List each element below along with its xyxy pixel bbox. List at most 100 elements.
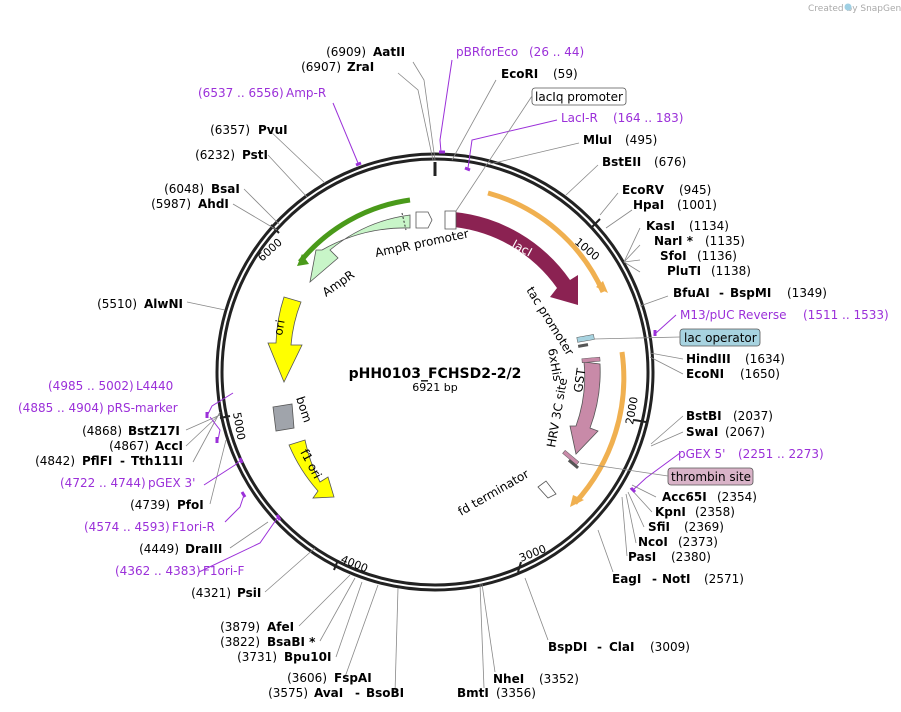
- enzyme-name: SfiI: [648, 520, 670, 534]
- primer-range: (4722 .. 4744): [60, 476, 146, 490]
- enzyme-name-2: BsoBI: [366, 686, 404, 700]
- lac-operator-marker: [576, 334, 595, 343]
- enzyme-name: NarI *: [654, 234, 694, 248]
- enzyme-pos: (1136): [697, 249, 737, 263]
- primer-name: pBRforEco: [456, 45, 518, 59]
- primer-range: (1511 .. 1533): [803, 308, 889, 322]
- enzyme-name: Bpu10I: [284, 650, 331, 664]
- enzyme-name: EcoRV: [622, 183, 665, 197]
- enzyme-name: PluTI: [667, 264, 701, 278]
- enzyme-pos: (3575): [268, 686, 308, 700]
- primer-range: (26 .. 44): [529, 45, 584, 59]
- enzyme-pos: (6907): [301, 60, 341, 74]
- enzyme-pos: (676): [654, 155, 686, 169]
- enzyme-labels-right: EcoRI (59) MluI (495) BstEII (676) EcoRV…: [457, 67, 827, 700]
- enzyme-name: PvuI: [258, 123, 288, 137]
- thrombin-marker: [567, 459, 580, 470]
- enzyme-pos: (6232): [195, 148, 235, 162]
- enzyme-isoschizomer-dash: -: [355, 686, 360, 700]
- primer-range: (2251 .. 2273): [738, 447, 824, 461]
- orf-arrowhead-ampr: [297, 254, 309, 266]
- enzyme-pos: (3822): [220, 635, 260, 649]
- enzyme-pos: (59): [553, 67, 578, 81]
- enzyme-name-2: ClaI: [609, 640, 634, 654]
- hrv-marker: [562, 449, 580, 466]
- enzyme-pos: (2373): [678, 535, 718, 549]
- primer-range: (4362 .. 4383): [115, 564, 201, 578]
- enzyme-name: HindIII: [686, 352, 731, 366]
- enzyme-name-2: Tth111I: [131, 454, 183, 468]
- enzyme-pos: (5510): [97, 297, 137, 311]
- enzyme-name: AlwNI: [144, 297, 183, 311]
- enzyme-pos: (2571): [704, 572, 744, 586]
- enzyme-pos: (1634): [745, 352, 785, 366]
- his-label: 6xHis: [545, 347, 565, 382]
- primer-name: LacI-R: [561, 111, 598, 125]
- enzyme-name: KpnI: [655, 505, 686, 519]
- enzyme-pos: (495): [625, 133, 657, 147]
- enzyme-name-2: NotI: [662, 572, 691, 586]
- enzyme-name: NheI: [493, 672, 524, 686]
- tick-3000: [517, 561, 522, 573]
- his-tag-marker: [581, 356, 601, 363]
- tac-promoter-marker: [577, 343, 589, 348]
- lac-operator-label: lac operator: [684, 331, 757, 345]
- lac-operator-box: [679, 328, 761, 347]
- enzyme-pos: (2067): [725, 425, 765, 439]
- bom-label: bom: [293, 395, 315, 425]
- enzyme-name: BfuAI: [673, 286, 710, 300]
- snapgene-logo-icon: [844, 3, 852, 11]
- enzyme-pos: (6909): [326, 45, 366, 59]
- primer-range: (6537 .. 6556): [198, 86, 284, 100]
- enzyme-pos: (3356): [496, 686, 536, 700]
- primer-markers: [198, 59, 681, 573]
- primer-range: (4885 .. 4904): [18, 401, 104, 415]
- orf-arc-gst: [573, 351, 627, 505]
- enzyme-name: AhdI: [198, 197, 229, 211]
- enzyme-name: AvaI: [314, 686, 343, 700]
- enzyme-name: AfeI: [267, 620, 294, 634]
- tick-label-4000: 4000: [339, 553, 370, 576]
- enzyme-name: MluI: [583, 133, 612, 147]
- enzyme-name: NcoI: [638, 535, 668, 549]
- enzyme-name: BsaI: [211, 182, 240, 196]
- fd-terminator-marker: [537, 480, 557, 499]
- enzyme-pos: (2354): [717, 490, 757, 504]
- enzyme-pos: (1001): [677, 198, 717, 212]
- laciq-promoter-arrow: [444, 210, 457, 230]
- primer-range: (164 .. 183): [613, 111, 683, 125]
- enzyme-name: BmtI: [457, 686, 489, 700]
- orf-arrowhead-gst: [570, 495, 584, 507]
- laciq-promoter-label: lacIq promoter: [535, 90, 623, 104]
- tick-label-5000: 5000: [230, 411, 248, 441]
- enzyme-name: BstZ17I: [128, 424, 180, 438]
- hrv-label: HRV 3C site: [544, 377, 570, 449]
- enzyme-name: BsaBI *: [267, 635, 316, 649]
- enzyme-name: HpaI: [633, 198, 664, 212]
- enzyme-isoschizomer-dash: -: [597, 640, 602, 654]
- ampr-feature: [309, 214, 411, 284]
- enzyme-pos: (945): [679, 183, 711, 197]
- enzyme-name: PsiI: [237, 586, 261, 600]
- laci-feature: [454, 212, 578, 305]
- f1ori-feature: [288, 439, 335, 499]
- enzyme-pos: (6048): [164, 182, 204, 196]
- enzyme-name: BstBI: [686, 409, 722, 423]
- enzyme-isoschizomer-dash: -: [652, 572, 657, 586]
- enzyme-pos: (6357): [210, 123, 250, 137]
- box-leaders: [455, 95, 681, 477]
- enzyme-name: PflFI: [82, 454, 112, 468]
- enzyme-name: SwaI: [686, 425, 718, 439]
- ori-feature: [267, 296, 303, 383]
- enzyme-name: AccI: [155, 439, 183, 453]
- enzyme-name: EcoNI: [686, 367, 724, 381]
- ampr-dash: [401, 212, 407, 231]
- enzyme-name: ZraI: [347, 60, 374, 74]
- enzyme-name: EcoRI: [501, 67, 538, 81]
- ampr-label: AmpR: [320, 267, 357, 299]
- enzyme-name: EagI: [612, 572, 641, 586]
- backbone-outer: [215, 152, 655, 592]
- enzyme-name: Acc65I: [662, 490, 707, 504]
- fd-terminator-label: fd terminator: [456, 467, 532, 519]
